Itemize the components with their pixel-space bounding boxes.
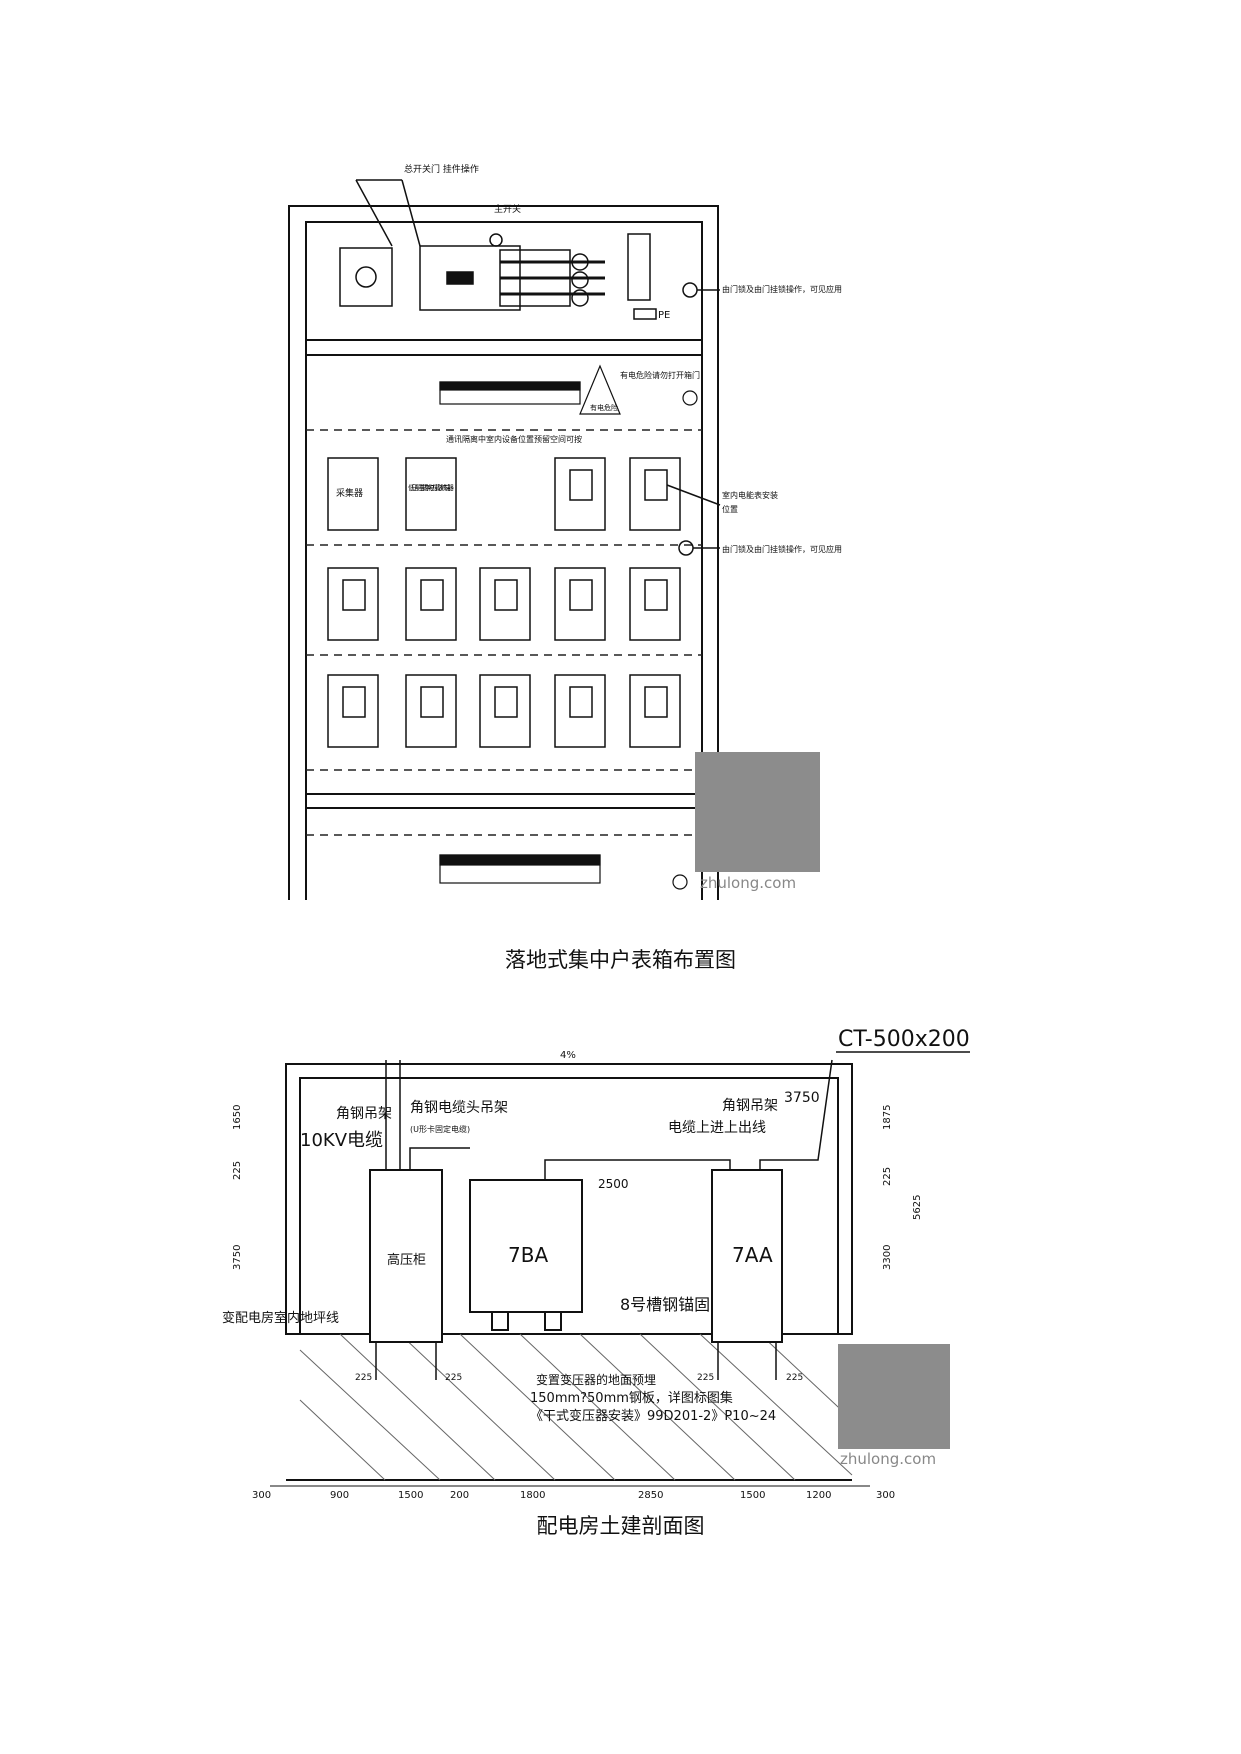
svg-text:1500: 1500 (398, 1490, 423, 1501)
middle-dashed-label: 通讯隔离中室内设备位置预留空间可按 (446, 434, 582, 444)
note-line-1: 变置变压器的地面预埋 (536, 1372, 656, 1387)
svg-text:225: 225 (697, 1373, 714, 1383)
svg-text:300: 300 (252, 1490, 271, 1501)
meter-box (554, 674, 606, 748)
svg-text:1500: 1500 (740, 1490, 765, 1501)
svg-text:225: 225 (232, 1161, 243, 1180)
warning-label: 有电危险请勿打开箱门 (620, 370, 700, 380)
meter-box-layout-diagram: 总开关门 挂件操作 主开关 PE 由门锁及由门挂锁操作，可见应用 有电危险 有电… (288, 163, 842, 900)
svg-text:225: 225 (355, 1373, 372, 1383)
meter-box (405, 567, 457, 641)
meter-box (629, 457, 681, 531)
figure2-caption: 配电房土建剖面图 (536, 1514, 705, 1538)
dist-2500: 2500 (598, 1177, 629, 1191)
ct-label: CT-500x200 (838, 1027, 970, 1052)
note-line-3: 《干式变压器安装》99D201-2》P10~24 (530, 1408, 776, 1424)
svg-text:5625: 5625 (912, 1195, 923, 1220)
svg-text:1800: 1800 (520, 1490, 545, 1501)
watermark-text: zhulong.com (700, 874, 797, 892)
watermark-text: zhulong.com (840, 1450, 937, 1468)
terminal-label: 低压配电载带电力载波终端器 (408, 483, 454, 492)
meter-box (405, 674, 457, 748)
svg-text:1200: 1200 (806, 1490, 831, 1501)
hv-cabinet (369, 1169, 443, 1343)
cable-10kv-label: 10KV电缆 (300, 1130, 383, 1151)
meter-box (629, 674, 681, 748)
meter-note-1: 室内电能表安装 (722, 490, 778, 500)
svg-text:1650: 1650 (232, 1105, 243, 1130)
meter-box (479, 567, 531, 641)
distribution-room-section: CT-500x200 角钢吊架 角钢电缆头吊架 (U形卡固定电缆) 10KV电缆… (222, 1027, 970, 1501)
cable-head-note: (U形卡固定电缆) (410, 1124, 470, 1134)
floor-line-label: 变配电房室内地坪线 (222, 1310, 339, 1326)
left-side-note: 由门锁及由门挂锁操作，可见应用 (722, 284, 842, 294)
right-note-2: 由门锁及由门挂锁操作，可见应用 (722, 544, 842, 554)
angle-bracket-left: 角钢吊架 (336, 1106, 392, 1122)
meter-note-2: 位置 (722, 504, 738, 514)
svg-text:300: 300 (876, 1490, 895, 1501)
dimensions-left: 1650 225 3750 300 (232, 1105, 271, 1501)
meter-box (327, 567, 379, 641)
meter-box (479, 674, 531, 748)
svg-text:1875: 1875 (882, 1105, 893, 1130)
top-main-label: 主开关 (494, 203, 521, 215)
collector-box (327, 457, 379, 531)
watermark-logo (695, 752, 820, 872)
meter-box (629, 567, 681, 641)
transformer-7ba (469, 1179, 583, 1313)
svg-text:225: 225 (882, 1167, 893, 1186)
warning-sign-text: 有电危险 (590, 403, 618, 412)
meter-box (554, 567, 606, 641)
meter-box (554, 457, 606, 531)
dimensions-right: 1875 225 3300 5625 300 (876, 1105, 923, 1501)
dimensions-bottom: 900 1500 200 1800 2850 1500 1200 (330, 1490, 831, 1501)
lv-cabinet-7aa (711, 1169, 783, 1343)
svg-text:225: 225 (786, 1373, 803, 1383)
collector-label: 采集器 (336, 487, 363, 499)
svg-text:200: 200 (450, 1490, 469, 1501)
lv-cabinet-label: 7AA (732, 1243, 773, 1267)
svg-text:900: 900 (330, 1490, 349, 1501)
terminal-box (405, 457, 457, 531)
isolator-switch (339, 247, 393, 307)
figure1-caption: 落地式集中户表箱布置图 (505, 948, 736, 972)
cable-updown-label: 电缆上进上出线 (668, 1120, 766, 1136)
svg-text:2850: 2850 (638, 1490, 663, 1501)
angle-cable-head: 角钢电缆头吊架 (410, 1100, 508, 1116)
svg-text:225: 225 (445, 1373, 462, 1383)
pe-label: PE (658, 310, 670, 321)
isolator-callout: 总开关门 挂件操作 (404, 163, 479, 175)
note-line-2: 150mm?50mm钢板，详图标图集 (530, 1390, 733, 1406)
svg-text:3750: 3750 (232, 1245, 243, 1270)
angle-bracket-right: 角钢吊架 (722, 1098, 778, 1114)
svg-text:4%: 4% (560, 1050, 576, 1061)
transformer-label: 7BA (508, 1243, 548, 1267)
channel-steel-label: 8号槽钢锚固 (620, 1295, 710, 1314)
dist-3750: 3750 (784, 1090, 820, 1106)
hv-cabinet-label: 高压柜 (387, 1252, 426, 1268)
watermark-logo (838, 1344, 950, 1449)
meter-box (327, 674, 379, 748)
svg-text:3300: 3300 (882, 1245, 893, 1270)
